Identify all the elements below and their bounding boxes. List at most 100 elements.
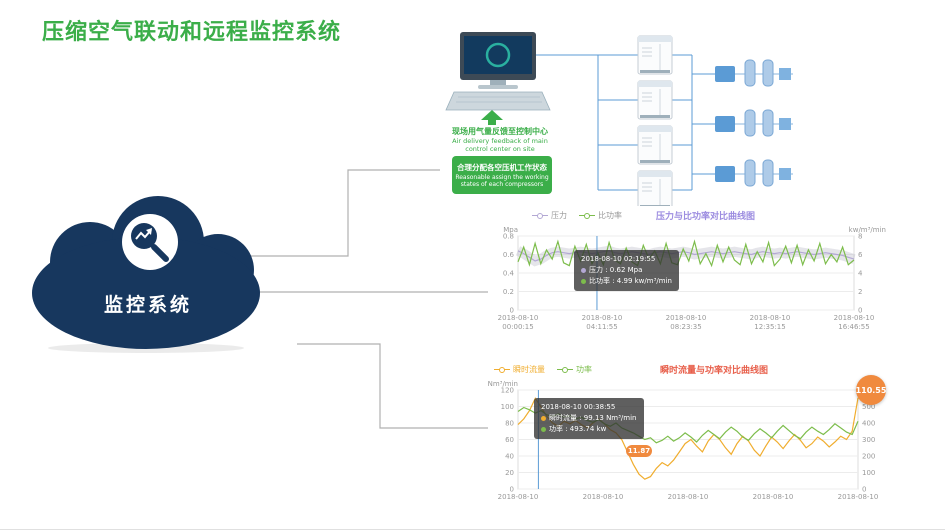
air-station-unit (715, 59, 793, 87)
legend-item[interactable]: 压力 (532, 210, 567, 221)
network-lines (530, 54, 715, 191)
chart-legend: 瞬时流量 功率 (494, 364, 592, 375)
x-tick-date: 2018-08-10 (582, 314, 623, 322)
x-tick-time: 04:11:55 (586, 323, 617, 331)
y-left-tick: 0.6 (503, 251, 515, 259)
x-tick-time: 00:00:15 (502, 323, 533, 331)
connector-to-diagram (250, 169, 440, 257)
monitoring-cloud: 监控系统 (28, 190, 268, 355)
system-diagram: 现场用气量反馈至控制中心 Air delivery feedback of ma… (430, 26, 842, 218)
x-tick-time: 08:23:35 (670, 323, 701, 331)
x-tick-date: 2018-08-10 (498, 314, 539, 322)
x-tick: 2018-08-10 (753, 493, 794, 501)
assign-status-box: 合理分配各空压机工作状态 Reasonable assign the worki… (452, 156, 552, 194)
chart-header: 压力 比功率 压力与比功率对比曲线图 (488, 206, 888, 224)
legend-item[interactable]: 比功率 (579, 210, 622, 221)
y-left-tick: 20 (505, 469, 514, 477)
air-station-units (715, 59, 793, 187)
legend-marker-dot (537, 212, 543, 219)
y-left-unit: Nm³/min (488, 380, 518, 388)
y-right-unit: kw/m³/min (849, 226, 886, 234)
y-right-tick: 200 (862, 453, 875, 461)
compressor-unit (637, 80, 673, 120)
y-left-tick: 0 (510, 486, 514, 494)
tooltip-power-value: 功率 : 493.74 kw (549, 424, 607, 433)
air-station-unit (715, 159, 793, 187)
x-tick-time: 12:35:15 (754, 323, 785, 331)
page-title: 压缩空气联动和远程监控系统 (42, 20, 342, 45)
x-tick-date: 2018-08-10 (834, 314, 875, 322)
series-line (517, 250, 855, 262)
x-tick: 2018-08-10 (498, 493, 539, 501)
x-tick-date: 2018-08-10 (666, 314, 707, 322)
legend-label: 瞬时流量 (513, 365, 545, 374)
y-left-unit: Mpa (503, 226, 518, 234)
y-left-tick: 60 (505, 436, 514, 444)
specific-power-series-dot (581, 278, 586, 284)
y-right-tick: 300 (862, 436, 875, 444)
legend-label: 压力 (551, 211, 567, 220)
compressor-units (637, 35, 673, 210)
x-tick: 2018-08-10 (583, 493, 624, 501)
tooltip-specific-power-value: 比功率 : 4.99 kw/m³/min (589, 276, 672, 285)
cloud-label: 监控系统 (103, 294, 192, 316)
y-right-tick: 100 (862, 469, 875, 477)
feedback-label-en: Air delivery feedback of main control ce… (452, 137, 548, 154)
diagram-canvas (445, 32, 793, 210)
air-station-unit (715, 109, 793, 137)
connector-to-flow-chart (297, 343, 488, 429)
tooltip-pressure-value: 压力 : 0.62 Mpa (589, 265, 643, 274)
tooltip-time: 2018-08-10 00:38:55 (541, 403, 616, 411)
legend-marker-dot (584, 212, 590, 219)
legend-item[interactable]: 功率 (557, 364, 592, 375)
chart-tooltip: 2018-08-10 00:38:55 瞬时流量 : 99.13 Nm³/min… (534, 398, 644, 439)
tooltip-flow-value: 瞬时流量 : 99.13 Nm³/min (549, 413, 637, 422)
chart-header: 瞬时流量 功率 瞬时流量与功率对比曲线图 (488, 360, 888, 378)
legend-marker-dot (499, 366, 505, 373)
y-left-tick: 0.4 (503, 270, 515, 278)
chart-tooltip: 2018-08-10 02:19:55 压力 : 0.62 Mpa 比功率 : … (574, 250, 679, 291)
legend-item[interactable]: 瞬时流量 (494, 364, 545, 375)
y-right-tick: 8 (858, 233, 862, 241)
chart-title: 压力与比功率对比曲线图 (656, 212, 756, 222)
computer-icon (445, 32, 551, 111)
compressor-unit (637, 170, 673, 210)
flow-low-badge: 11.87 (626, 445, 652, 457)
legend-marker-dot (562, 366, 568, 373)
x-tick: 2018-08-10 (668, 493, 709, 501)
y-right-tick: 2 (858, 288, 862, 296)
series-line (517, 239, 855, 268)
y-left-tick: 100 (501, 403, 514, 411)
y-right-tick: 0 (858, 307, 862, 315)
tooltip-time: 2018-08-10 02:19:55 (581, 255, 656, 263)
y-right-tick: 400 (862, 420, 875, 428)
legend-label: 比功率 (598, 211, 622, 220)
chart-legend: 压力 比功率 (532, 210, 622, 221)
y-left-tick: 40 (505, 453, 514, 461)
legend-marker (557, 366, 573, 373)
legend-marker (532, 212, 548, 219)
x-tick-time: 16:46:55 (838, 323, 869, 331)
legend-label: 功率 (576, 365, 592, 374)
y-left-tick: 120 (501, 387, 514, 395)
y-right-tick: 6 (858, 251, 863, 259)
y-right-tick: 4 (858, 270, 863, 278)
compressor-unit (637, 125, 673, 165)
legend-marker (579, 212, 595, 219)
y-left-tick: 80 (505, 420, 514, 428)
compressor-unit (637, 35, 673, 75)
power-series-dot (541, 426, 546, 432)
y-left-tick: 0.8 (503, 233, 514, 241)
chart-title: 瞬时流量与功率对比曲线图 (660, 366, 769, 376)
feedback-arrow-icon (481, 110, 503, 125)
flow-series-dot (541, 415, 546, 421)
assign-label-cn: 合理分配各空压机工作状态 (457, 162, 547, 172)
flow-peak-badge: 110.55 (856, 375, 886, 405)
x-tick-date: 2018-08-10 (750, 314, 791, 322)
legend-marker (494, 366, 510, 373)
